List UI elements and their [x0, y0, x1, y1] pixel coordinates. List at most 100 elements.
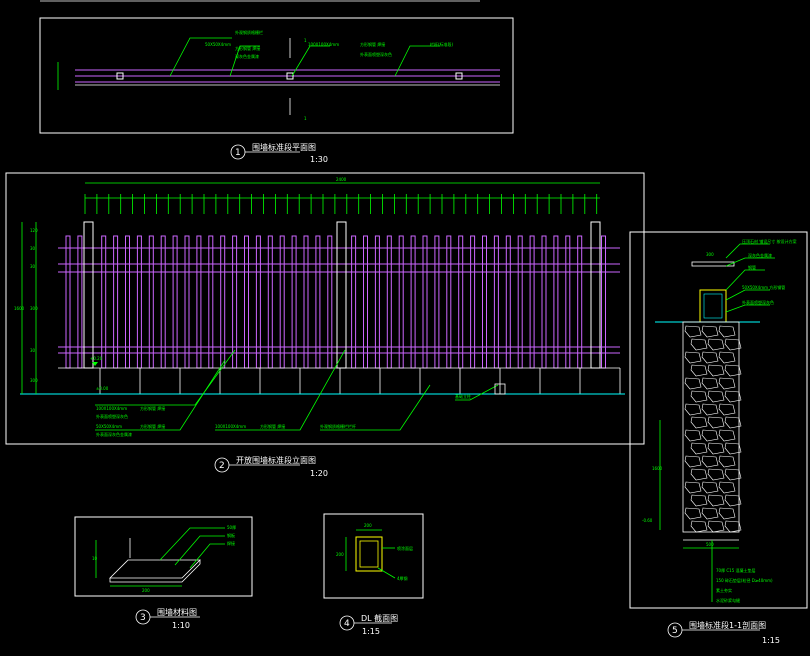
- fence-picket: [458, 235, 464, 369]
- fence-picket: [386, 235, 392, 369]
- rubble-stone: [707, 390, 725, 403]
- dl-leader-2: [377, 567, 396, 579]
- fence-picket: [77, 235, 83, 369]
- material-dim-width: 200: [142, 588, 150, 593]
- plan-leader-2: [229, 45, 260, 77]
- rubble-stone: [701, 429, 719, 442]
- plan-view[interactable]: 1 1 外观钢质格栅栏 50X50X4mm 方形钢管 焊接 深灰色金属漆 100…: [39, 17, 514, 134]
- fence-pickets: [65, 235, 606, 369]
- section-leader-4: [725, 289, 770, 301]
- elevation-callout-3: 外表面喷塑深灰色: [96, 413, 128, 419]
- plan-leader-1: [169, 37, 232, 77]
- plan-title-block: 1 围墙标准段平面图 1:30: [230, 142, 328, 164]
- dl-dim-height: 200: [336, 552, 344, 557]
- dl-tube-inner: [359, 540, 379, 568]
- level-marker-upper-icon: [92, 362, 98, 366]
- fence-picket: [125, 235, 130, 369]
- section-callout-top-2: 深灰色金属漆: [748, 252, 772, 258]
- rubble-stone: [701, 507, 719, 520]
- fence-picket: [529, 235, 535, 369]
- fence-picket: [601, 235, 606, 369]
- fence-picket: [208, 235, 214, 369]
- fence-picket: [267, 235, 273, 369]
- rubble-stone: [690, 364, 708, 377]
- rubble-stone: [684, 507, 702, 520]
- rubble-stone: [684, 377, 702, 390]
- material-frame: [74, 516, 253, 597]
- rubble-stone: [718, 455, 736, 468]
- material-leader-2: [174, 535, 225, 566]
- material-callout-2: 钢板: [227, 532, 235, 538]
- elevation-callout-2: 方形钢管 焊接: [140, 405, 165, 411]
- level-mark-ground: ±0.00: [96, 386, 109, 391]
- plan-callout-1: 外观钢质格栅栏: [235, 29, 263, 35]
- section-callout-top-4: 50X50X4mm 方形钢管: [742, 284, 785, 290]
- view-number-4: 4: [344, 619, 350, 629]
- fence-picket: [422, 235, 428, 369]
- elevation-callout-7: 100X100X4mm: [215, 424, 246, 429]
- dl-callout-2: 4厚钢: [397, 575, 408, 581]
- view-title-3: 围墙材料图: [157, 607, 197, 617]
- material-view[interactable]: 10 200 50厚 钢板 焊接: [74, 516, 253, 597]
- fence-picket: [470, 235, 476, 369]
- rubble-stone: [701, 351, 719, 364]
- section-callout-bottom-3: 素土夯实: [716, 587, 732, 593]
- elevation-view[interactable]: 2400 1600 120 30 30 300 30 300 +0.20 ±0.…: [5, 172, 645, 445]
- plan-callout-7: 外表面喷塑深灰色: [360, 51, 392, 57]
- rubble-stone: [701, 481, 719, 494]
- elevation-title-block: 2 开放围墙标准段立面图 1:20: [214, 455, 328, 478]
- fence-picket: [172, 235, 178, 369]
- plan-frame: [39, 17, 514, 134]
- rubble-stone: [718, 325, 736, 338]
- section-foundation: [682, 321, 740, 533]
- rubble-stone: [724, 442, 742, 455]
- plan-post-1: [116, 72, 124, 80]
- view-number-5: 5: [672, 626, 678, 636]
- rubble-stone: [707, 468, 725, 481]
- rubble-stone: [690, 338, 708, 351]
- section-dim-top: 300: [706, 252, 714, 257]
- view-scale-2: 1:20: [310, 469, 328, 478]
- rubble-stone: [724, 468, 742, 481]
- elevation-leader-1: [95, 349, 236, 406]
- elevation-spacing-ticks: [84, 194, 598, 214]
- fence-picket: [374, 235, 380, 369]
- fence-picket: [505, 235, 511, 369]
- fence-picket: [244, 235, 249, 369]
- section-view[interactable]: 1600 500 300 -0.60 压顶石材 铺设尺寸 按设计方案 深灰色金属…: [629, 231, 808, 609]
- elevation-leader-4: [320, 384, 431, 431]
- section-leader-3: [725, 269, 765, 291]
- rubble-stone: [724, 338, 742, 351]
- dl-tube-outer: [355, 536, 383, 572]
- fence-picket: [291, 235, 297, 369]
- section-dim-depth: 1600: [652, 466, 663, 471]
- fence-picket: [434, 235, 440, 369]
- rubble-stone: [684, 351, 702, 364]
- section-callout-top-1: 压顶石材 铺设尺寸 按设计方案: [742, 238, 797, 244]
- rubble-stone: [707, 520, 725, 533]
- fence-picket: [136, 235, 142, 369]
- plan-post-3: [455, 72, 463, 80]
- section-callout-bottom-2: 150 碎石垫层(粒径 D≥40mm): [716, 577, 773, 583]
- view-number-1: 1: [235, 148, 241, 158]
- section-leader-2: [725, 257, 775, 267]
- elevation-leader-2: [95, 359, 226, 431]
- fence-picket: [113, 235, 119, 369]
- rubble-stone: [724, 416, 742, 429]
- rubble-stone: [718, 507, 736, 520]
- dl-title-block: 4 DL 截面图 1:15: [339, 613, 398, 636]
- fence-picket: [101, 235, 107, 369]
- fence-picket: [184, 235, 190, 369]
- rubble-stone: [707, 416, 725, 429]
- view-title-5: 围墙标准段1-1剖面图: [689, 620, 766, 630]
- material-leader-3: [189, 543, 225, 569]
- elevation-height-total: 1600: [14, 306, 25, 311]
- plan-callout-6: 方形钢管 焊接: [360, 41, 385, 47]
- rubble-stone: [684, 481, 702, 494]
- rubble-stone: [684, 325, 702, 338]
- dl-section-view[interactable]: 200 200 喷涂面层 4厚钢: [323, 513, 424, 599]
- fence-picket: [327, 235, 333, 369]
- fence-picket: [148, 235, 154, 369]
- rubble-stone: [707, 338, 725, 351]
- plan-callout-8: 栏杆(标准段): [430, 41, 454, 47]
